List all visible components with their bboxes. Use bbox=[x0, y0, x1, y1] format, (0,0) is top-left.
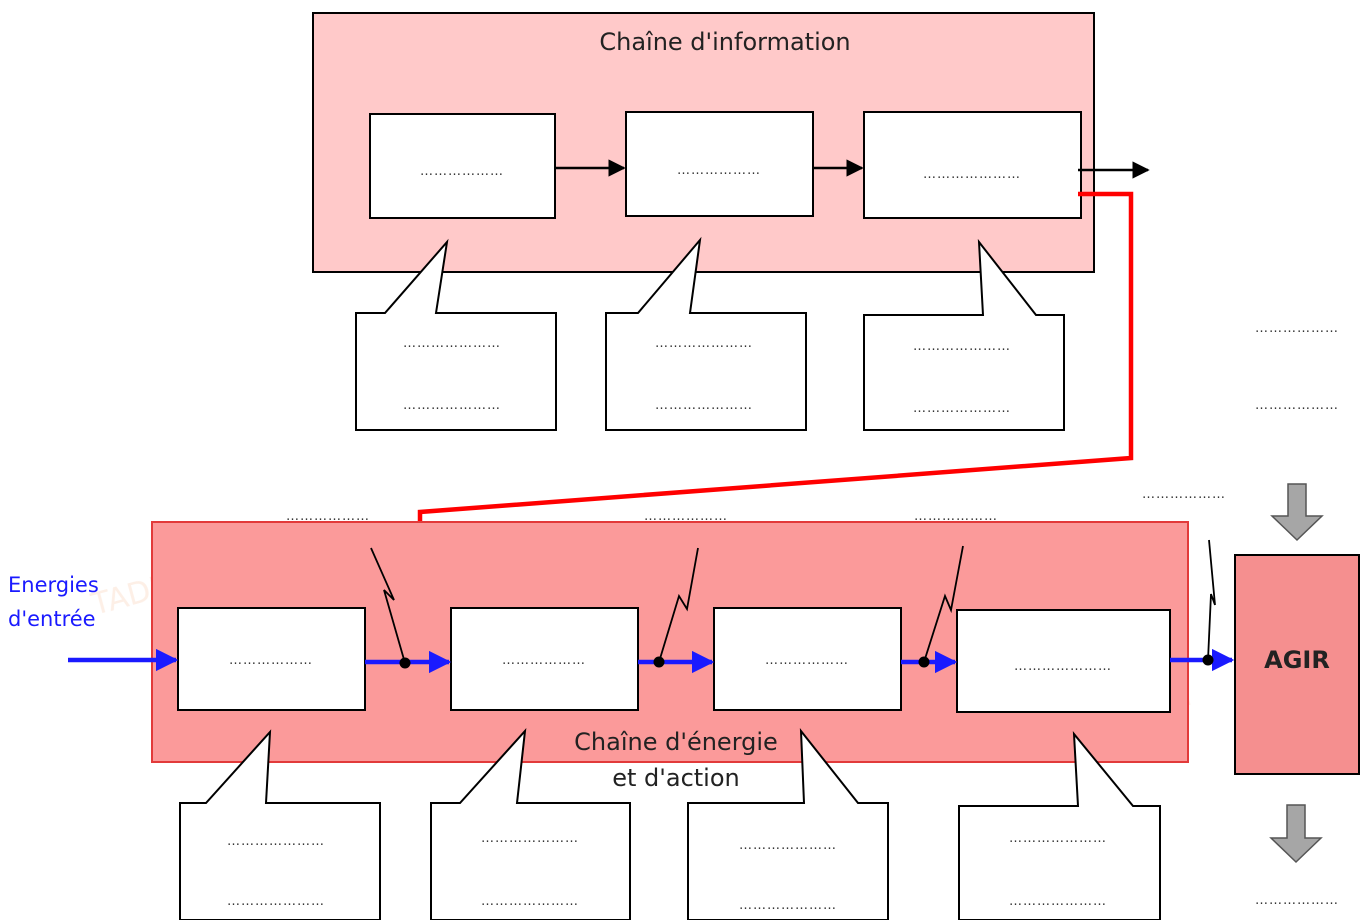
info-callout-1[interactable]: ………………… ………………… bbox=[355, 238, 557, 431]
info-block-acquire[interactable] bbox=[369, 113, 556, 219]
info-callout-2[interactable]: ………………… ………………… bbox=[605, 236, 807, 431]
info-block-acquire-text: ……………… bbox=[420, 164, 504, 179]
energy-top-label-4: ……………… bbox=[1142, 487, 1226, 502]
tap-4 bbox=[1202, 539, 1216, 666]
energy-top-label-1: ……………… bbox=[286, 509, 370, 524]
agir-bottom-line: ……………… bbox=[1255, 893, 1339, 908]
tap-2 bbox=[653, 547, 699, 668]
energy-callout-4-line-2: ………………… bbox=[1009, 894, 1107, 909]
info-callout-3-line-2: ………………… bbox=[913, 401, 1011, 416]
down-arrow-bottom-icon bbox=[1269, 804, 1323, 864]
energy-callout-1[interactable]: ………………… ………………… bbox=[179, 729, 381, 920]
down-arrow-top-icon bbox=[1270, 483, 1324, 542]
info-callout-1-line-2: ………………… bbox=[403, 398, 501, 413]
energy-callout-4[interactable]: ………………… ………………… bbox=[958, 730, 1161, 920]
info-block-process-text: ……………… bbox=[677, 163, 761, 178]
energy-callout-3-line-2: ………………… bbox=[739, 898, 837, 913]
energy-top-label-2: ……………… bbox=[644, 509, 728, 524]
info-block-process[interactable] bbox=[625, 111, 814, 217]
info-callout-3[interactable]: ………………… ………………… bbox=[863, 238, 1065, 431]
info-callout-3-line-1: ………………… bbox=[913, 339, 1011, 354]
energy-block-distribute-text: ……………… bbox=[502, 653, 586, 668]
tap-1 bbox=[370, 547, 411, 669]
energy-chain-title-line-1: Chaîne d'énergie bbox=[574, 728, 778, 756]
info-chain-title: Chaîne d'information bbox=[599, 28, 850, 56]
energy-callout-1-line-1: ………………… bbox=[227, 834, 325, 849]
info-callout-2-line-2: ………………… bbox=[655, 398, 753, 413]
energy-callout-3-line-1: ………………… bbox=[739, 838, 837, 853]
info-callout-1-line-1: ………………… bbox=[403, 336, 501, 351]
energy-input-label-line-1: Energies bbox=[8, 573, 99, 597]
energy-block-convert[interactable] bbox=[713, 607, 902, 711]
energy-callout-2-line-1: ………………… bbox=[481, 831, 579, 846]
agir-side-line-1: ……………… bbox=[1255, 321, 1339, 336]
energy-block-transmit[interactable] bbox=[956, 609, 1171, 713]
info-block-communicate-text: ………………… bbox=[923, 167, 1021, 182]
tap-3 bbox=[918, 545, 964, 668]
agir-label: AGIR bbox=[1264, 646, 1330, 674]
energy-block-transmit-text: ………………… bbox=[1014, 659, 1112, 674]
energy-callout-3[interactable]: ………………… ………………… bbox=[687, 727, 889, 920]
energy-chain-title-line-2: et d'action bbox=[612, 764, 740, 792]
info-callout-2-line-1: ………………… bbox=[655, 336, 753, 351]
agir-box[interactable] bbox=[1234, 554, 1360, 775]
energy-callout-4-line-1: ………………… bbox=[1009, 831, 1107, 846]
energy-callout-2-line-2: ………………… bbox=[481, 894, 579, 909]
energy-block-convert-text: ……………… bbox=[765, 653, 849, 668]
energy-block-distribute[interactable] bbox=[450, 607, 639, 711]
energy-callout-2[interactable]: ………………… ………………… bbox=[430, 728, 631, 920]
energy-callout-1-line-2: ………………… bbox=[227, 894, 325, 909]
energy-top-label-3: ……………… bbox=[914, 509, 998, 524]
info-block-communicate[interactable] bbox=[863, 111, 1082, 219]
agir-side-line-2: ……………… bbox=[1255, 398, 1339, 413]
energy-block-supply-text: ……………… bbox=[229, 653, 313, 668]
energy-block-supply[interactable] bbox=[177, 607, 366, 711]
energy-input-label-line-2: d'entrée bbox=[8, 607, 96, 631]
